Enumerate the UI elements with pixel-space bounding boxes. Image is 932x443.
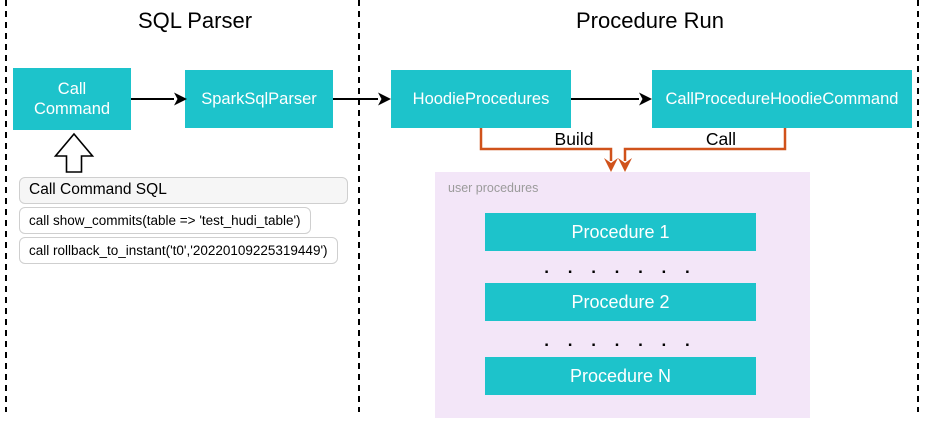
- node-sparksqlparser-label: SparkSqlParser: [201, 90, 317, 108]
- node-procedure-n-label: Procedure N: [569, 365, 672, 386]
- node-procedure-n: Procedure N: [485, 357, 756, 395]
- sql-panel-row-show-commits: call show_commits(table => 'test_hudi_ta…: [19, 207, 311, 234]
- node-procedure-2-label: Procedure 2: [571, 291, 670, 312]
- node-procedure-2: Procedure 2: [485, 283, 756, 321]
- node-hoodieprocedures: HoodieProcedures: [391, 70, 571, 128]
- node-procedure-1-label: Procedure 1: [571, 221, 670, 242]
- node-sparksqlparser: SparkSqlParser: [185, 70, 333, 128]
- sql-panel-row-rollback: call rollback_to_instant('t0','202201092…: [19, 237, 338, 264]
- arrow-hoodieprocedures-to-callprocedure-icon: [571, 92, 652, 106]
- node-callprocedurehoodiecommand: CallProcedureHoodieCommand: [652, 70, 912, 128]
- arrow-callcommand-to-sparksqlparser-icon: [131, 92, 187, 106]
- sql-panel-header: Call Command SQL: [19, 177, 348, 204]
- arrow-sparksqlparser-to-hoodieprocedures-icon: [333, 92, 391, 106]
- node-callprocedurehoodiecommand-label: CallProcedureHoodieCommand: [665, 90, 899, 108]
- node-call-command-label: Call Command: [33, 80, 111, 118]
- node-procedure-1: Procedure 1: [485, 213, 756, 251]
- dashed-boundary-left: [5, 0, 7, 412]
- user-procedures-label: user procedures: [448, 181, 539, 195]
- ellipsis-row-2: . . . . . . .: [544, 331, 697, 350]
- edge-label-call: Call: [705, 129, 737, 149]
- section-title-sql-parser: SQL Parser: [137, 8, 253, 33]
- edge-label-build: Build: [554, 129, 594, 149]
- node-hoodieprocedures-label: HoodieProcedures: [412, 90, 550, 108]
- dashed-boundary-right: [917, 0, 919, 412]
- dashed-boundary-middle: [358, 0, 360, 412]
- node-call-command: Call Command: [13, 68, 131, 130]
- section-title-procedure-run: Procedure Run: [576, 8, 724, 33]
- block-arrow-up-icon: [53, 132, 95, 173]
- ellipsis-row-1: . . . . . . .: [544, 258, 697, 277]
